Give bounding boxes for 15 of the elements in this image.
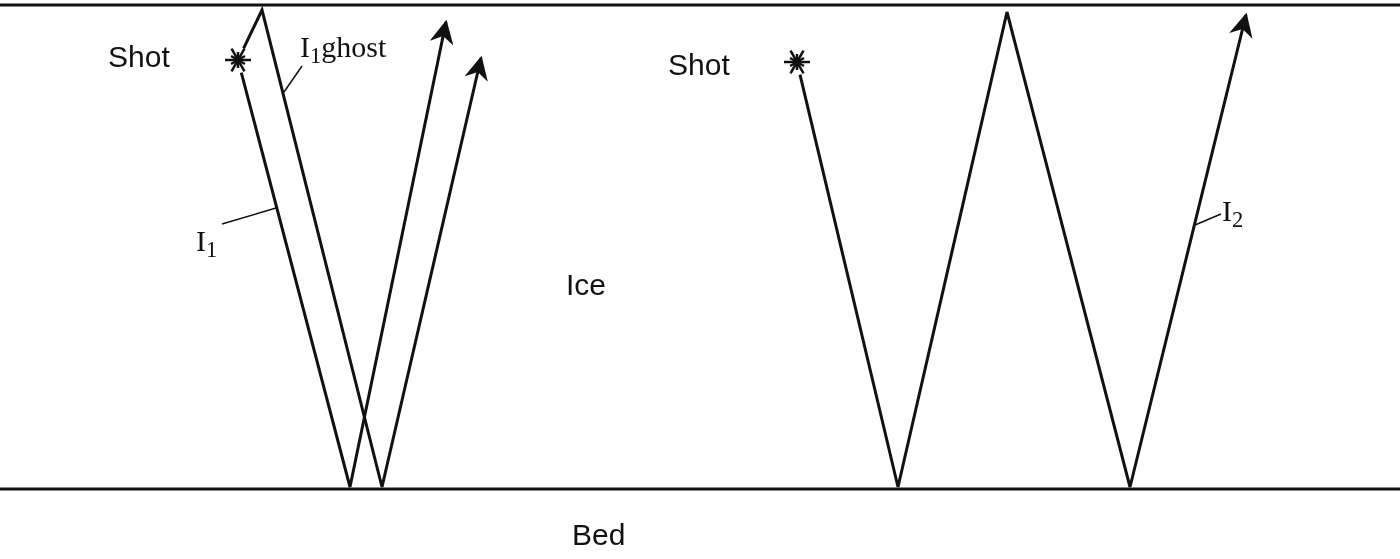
bed-label: Bed	[572, 520, 626, 550]
ray-arrow	[239, 19, 454, 489]
ice-label: Ice	[566, 270, 607, 300]
ray-label: I$_{2}$	[1222, 196, 1244, 226]
ray-arrow	[242, 5, 488, 489]
shot-star-icon	[783, 48, 811, 76]
ray-label: I$_{1}$	[196, 226, 218, 256]
shot-label: Shot	[108, 42, 170, 72]
leader-line	[221, 207, 277, 225]
ray-label: I$_{1}$ghost	[300, 32, 387, 62]
shot-label: Shot	[668, 50, 730, 80]
ray-arrow	[798, 10, 1253, 489]
leader-line	[283, 65, 303, 93]
leader-line	[1194, 213, 1222, 226]
shot-star-icon	[224, 46, 252, 74]
